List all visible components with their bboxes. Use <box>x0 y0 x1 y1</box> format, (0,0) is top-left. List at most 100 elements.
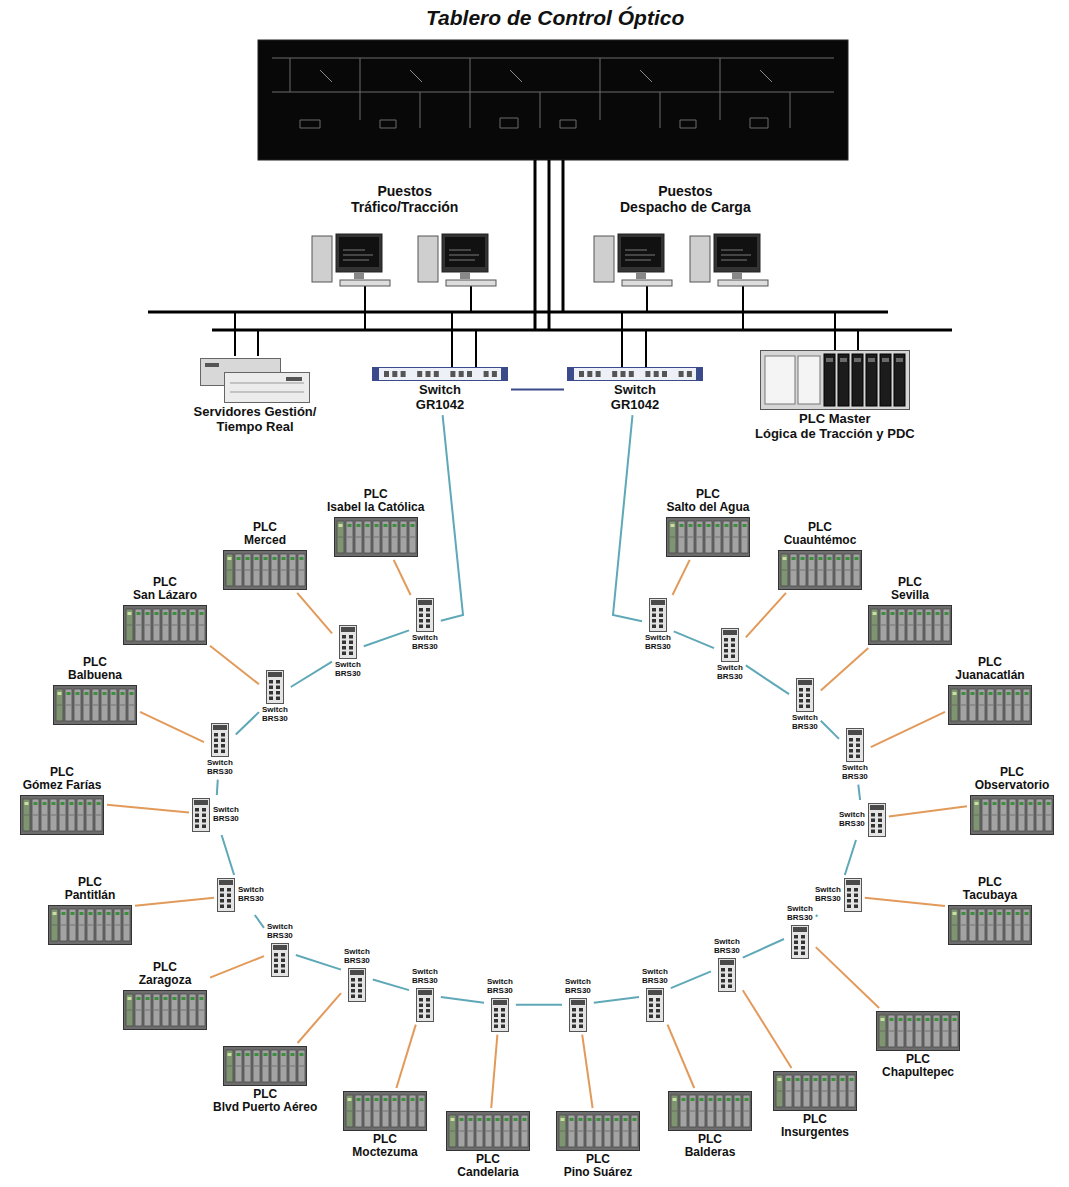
icon-part <box>915 1015 922 1047</box>
device-label: San Lázaro <box>133 589 197 602</box>
ring-switch: Switch BRS30 <box>217 878 264 912</box>
icon-part <box>467 1115 474 1147</box>
icon-part <box>128 997 132 1000</box>
icon-part <box>870 805 884 810</box>
drop-line <box>234 312 236 356</box>
icon-part <box>855 557 859 560</box>
plc-rack-icon <box>948 905 1032 945</box>
icon-part <box>1037 814 1042 815</box>
icon-part <box>621 371 626 377</box>
icon-part <box>934 1031 939 1032</box>
icon-part <box>101 689 108 721</box>
icon-part <box>244 554 251 586</box>
icon-part <box>357 1098 361 1101</box>
icon-part <box>348 968 365 1001</box>
icon-part <box>649 599 666 632</box>
icon-part <box>651 600 665 605</box>
icon-part <box>900 612 904 615</box>
label-group: PLCInsurgentes <box>781 1113 849 1140</box>
icon-part <box>79 924 84 925</box>
icon-part <box>342 646 346 650</box>
icon-part <box>794 951 798 955</box>
device-label: Switch BRS30 <box>335 661 361 679</box>
icon-part <box>728 979 732 983</box>
icon-part <box>255 1053 259 1056</box>
plc-link <box>298 993 341 1043</box>
icon-part <box>189 994 196 1026</box>
icon-part <box>180 609 187 641</box>
icon-part <box>271 554 278 586</box>
plc-link <box>140 712 204 742</box>
label-group: PLCZaragoza <box>139 961 192 988</box>
icon-part <box>70 924 75 925</box>
icon-part <box>67 692 71 695</box>
plc-rack-icon <box>20 795 104 835</box>
computer <box>418 234 496 286</box>
icon-part <box>52 802 56 805</box>
icon-part <box>841 1078 845 1081</box>
keyboard <box>446 280 496 286</box>
icon-part <box>688 536 693 537</box>
icon-part <box>155 997 159 1000</box>
label-group: Switch BRS30 <box>792 714 818 732</box>
icon-part <box>419 1014 423 1018</box>
switch-brs30-icon <box>796 678 814 712</box>
icon-part <box>417 371 422 377</box>
icon-part <box>604 371 609 377</box>
icon-part <box>374 524 378 527</box>
icon-part <box>631 1115 638 1147</box>
icon-part <box>202 825 206 829</box>
icon-part <box>136 624 141 625</box>
icon-part <box>927 612 931 615</box>
device-label: Blvd Puerto Aéreo <box>213 1101 317 1114</box>
device-label: PLC <box>906 1053 930 1066</box>
icon-part <box>978 689 985 721</box>
icon-part <box>917 624 922 625</box>
switch-brs30-icon <box>846 728 864 762</box>
icon-part <box>351 978 355 982</box>
icon-part <box>721 973 725 977</box>
icon-part <box>426 625 430 629</box>
icon-part <box>124 605 207 644</box>
icon-part <box>935 1018 939 1021</box>
label-group: PLCBalderas <box>685 1133 736 1160</box>
icon-part <box>854 358 861 362</box>
icon-part <box>648 990 662 995</box>
icon-part <box>1007 912 1011 915</box>
icon-part <box>897 1015 904 1047</box>
icon-part <box>1038 802 1042 805</box>
icon-part <box>416 988 433 1021</box>
icon-part <box>632 1131 637 1132</box>
icon-part <box>87 814 92 815</box>
device-label: Cuauhtémoc <box>784 534 857 547</box>
icon-part <box>71 912 75 915</box>
device-label: Switch BRS30 <box>717 664 743 682</box>
icon-part <box>801 557 805 560</box>
device-label: Switch BRS30 <box>412 968 438 986</box>
ring-link <box>441 997 484 1003</box>
icon-part <box>128 612 132 615</box>
icon-part <box>680 524 684 527</box>
icon-part <box>849 1091 854 1092</box>
icon-part <box>587 371 592 377</box>
icon-part <box>682 1098 686 1101</box>
icon-part <box>652 619 656 623</box>
icon-part <box>776 1075 783 1107</box>
icon-part <box>951 689 958 721</box>
plc-rack-icon <box>334 517 418 557</box>
icon-part <box>736 1098 740 1101</box>
icon-part <box>845 569 850 570</box>
icon-part <box>678 521 685 553</box>
icon-part <box>971 912 975 915</box>
switch-brs30-icon <box>348 968 366 1002</box>
icon-part <box>728 973 732 977</box>
icon-part <box>146 612 150 615</box>
icon-part <box>268 672 282 677</box>
device-label: Switch BRS30 <box>787 905 813 923</box>
icon-part <box>847 905 851 909</box>
icon-part <box>669 521 676 553</box>
ring-switch: Switch BRS30 <box>335 625 361 679</box>
icon-part <box>95 799 102 831</box>
icon-part <box>828 557 832 560</box>
